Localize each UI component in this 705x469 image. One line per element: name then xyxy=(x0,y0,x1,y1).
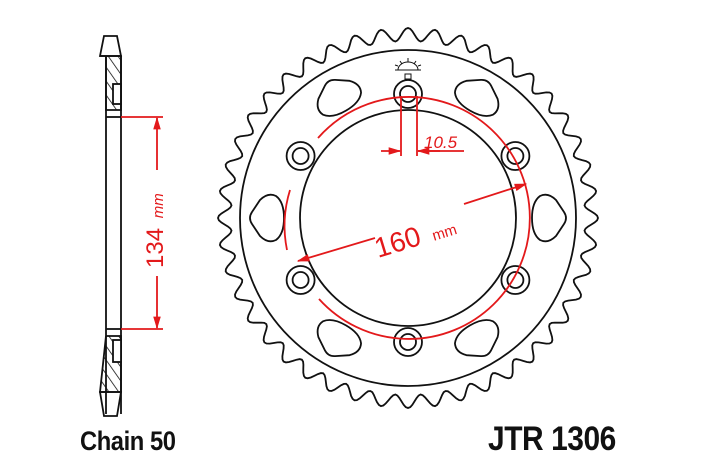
bolt-hole xyxy=(291,271,310,289)
sprocket-front-view xyxy=(217,27,599,409)
bolt-circle-label: 160 mm xyxy=(371,210,460,264)
side-profile-top-tooth xyxy=(98,35,123,57)
bolt-hole xyxy=(393,327,423,357)
part-number-caption: JTR 1306 xyxy=(488,420,616,458)
lightening-hole xyxy=(454,319,500,358)
bolt-hole xyxy=(399,333,417,351)
center-bore xyxy=(299,109,517,327)
lightening-hole xyxy=(316,319,362,358)
hub-height-dimension xyxy=(121,116,163,330)
centering-mark-icon xyxy=(394,58,422,80)
lightening-hole xyxy=(249,193,285,243)
side-profile-view xyxy=(98,35,123,417)
bolt-hole xyxy=(506,271,525,289)
bolt-hole xyxy=(506,147,525,165)
sprocket-teeth-outline xyxy=(217,27,599,409)
bolt-circle-dimension xyxy=(283,96,531,340)
bolt-hole xyxy=(399,85,417,103)
bolt-hole-diameter-label: 10.5 xyxy=(424,133,458,152)
bolt-hole xyxy=(500,141,531,171)
bolt-hole xyxy=(500,265,531,295)
lightening-hole xyxy=(454,78,500,117)
bolt-hole xyxy=(285,265,316,295)
lightening-hole xyxy=(531,193,567,243)
bolt-hole xyxy=(393,79,423,109)
side-profile-bottom-tooth xyxy=(98,391,123,417)
hub-height-label: 134 mm xyxy=(142,193,169,268)
lightening-hole xyxy=(316,78,362,117)
bolt-hole xyxy=(291,147,310,165)
chain-size-caption: Chain 50 xyxy=(80,426,176,456)
lightening-holes xyxy=(249,78,567,358)
rim-ring xyxy=(239,49,577,387)
bolt-holes xyxy=(285,79,531,357)
bolt-hole xyxy=(285,141,316,171)
